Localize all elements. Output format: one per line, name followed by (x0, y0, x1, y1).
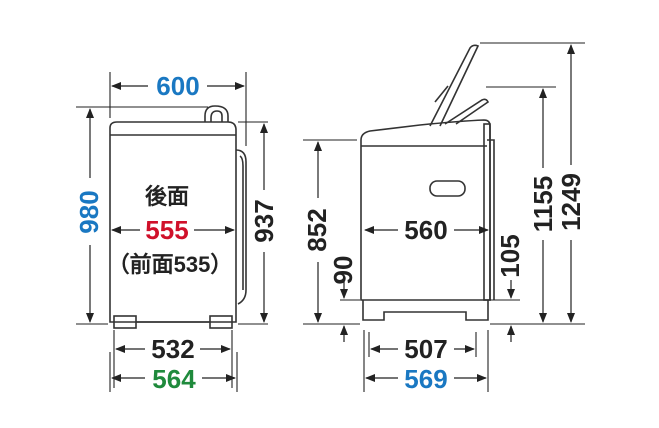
lid-height-1249-label: 1249 (556, 173, 586, 231)
base-width-564-label: 564 (152, 364, 196, 394)
foot-height-105-label: 105 (495, 234, 525, 277)
back-width-555-label: 555 (145, 215, 188, 245)
front-width-535-note: （前面535） (108, 252, 233, 277)
front-view: 600 980 937 後面 555 （前面535） 532 564 (74, 71, 279, 394)
foot-height-90-label: 90 (328, 256, 358, 285)
front-height-980-label: 980 (74, 190, 104, 233)
side-dimension-arrows (314, 44, 575, 382)
front-dimension-arrows (86, 82, 268, 382)
front-width-600-label: 600 (156, 71, 199, 101)
side-view: 852 560 90 105 1155 1249 507 569 (302, 42, 586, 394)
side-height-852-label: 852 (302, 208, 332, 251)
base-width-532-label: 532 (151, 334, 194, 364)
side-machine-body (360, 44, 495, 321)
lid-height-1155-label: 1155 (528, 176, 558, 232)
side-base-569-label: 569 (404, 364, 447, 394)
front-height-937-label: 937 (249, 199, 279, 242)
side-depth-560-label: 560 (404, 215, 447, 245)
front-machine-body (109, 105, 247, 329)
side-extension-lines (303, 42, 585, 392)
back-label: 後面 (145, 184, 189, 209)
side-base-507-label: 507 (404, 334, 447, 364)
